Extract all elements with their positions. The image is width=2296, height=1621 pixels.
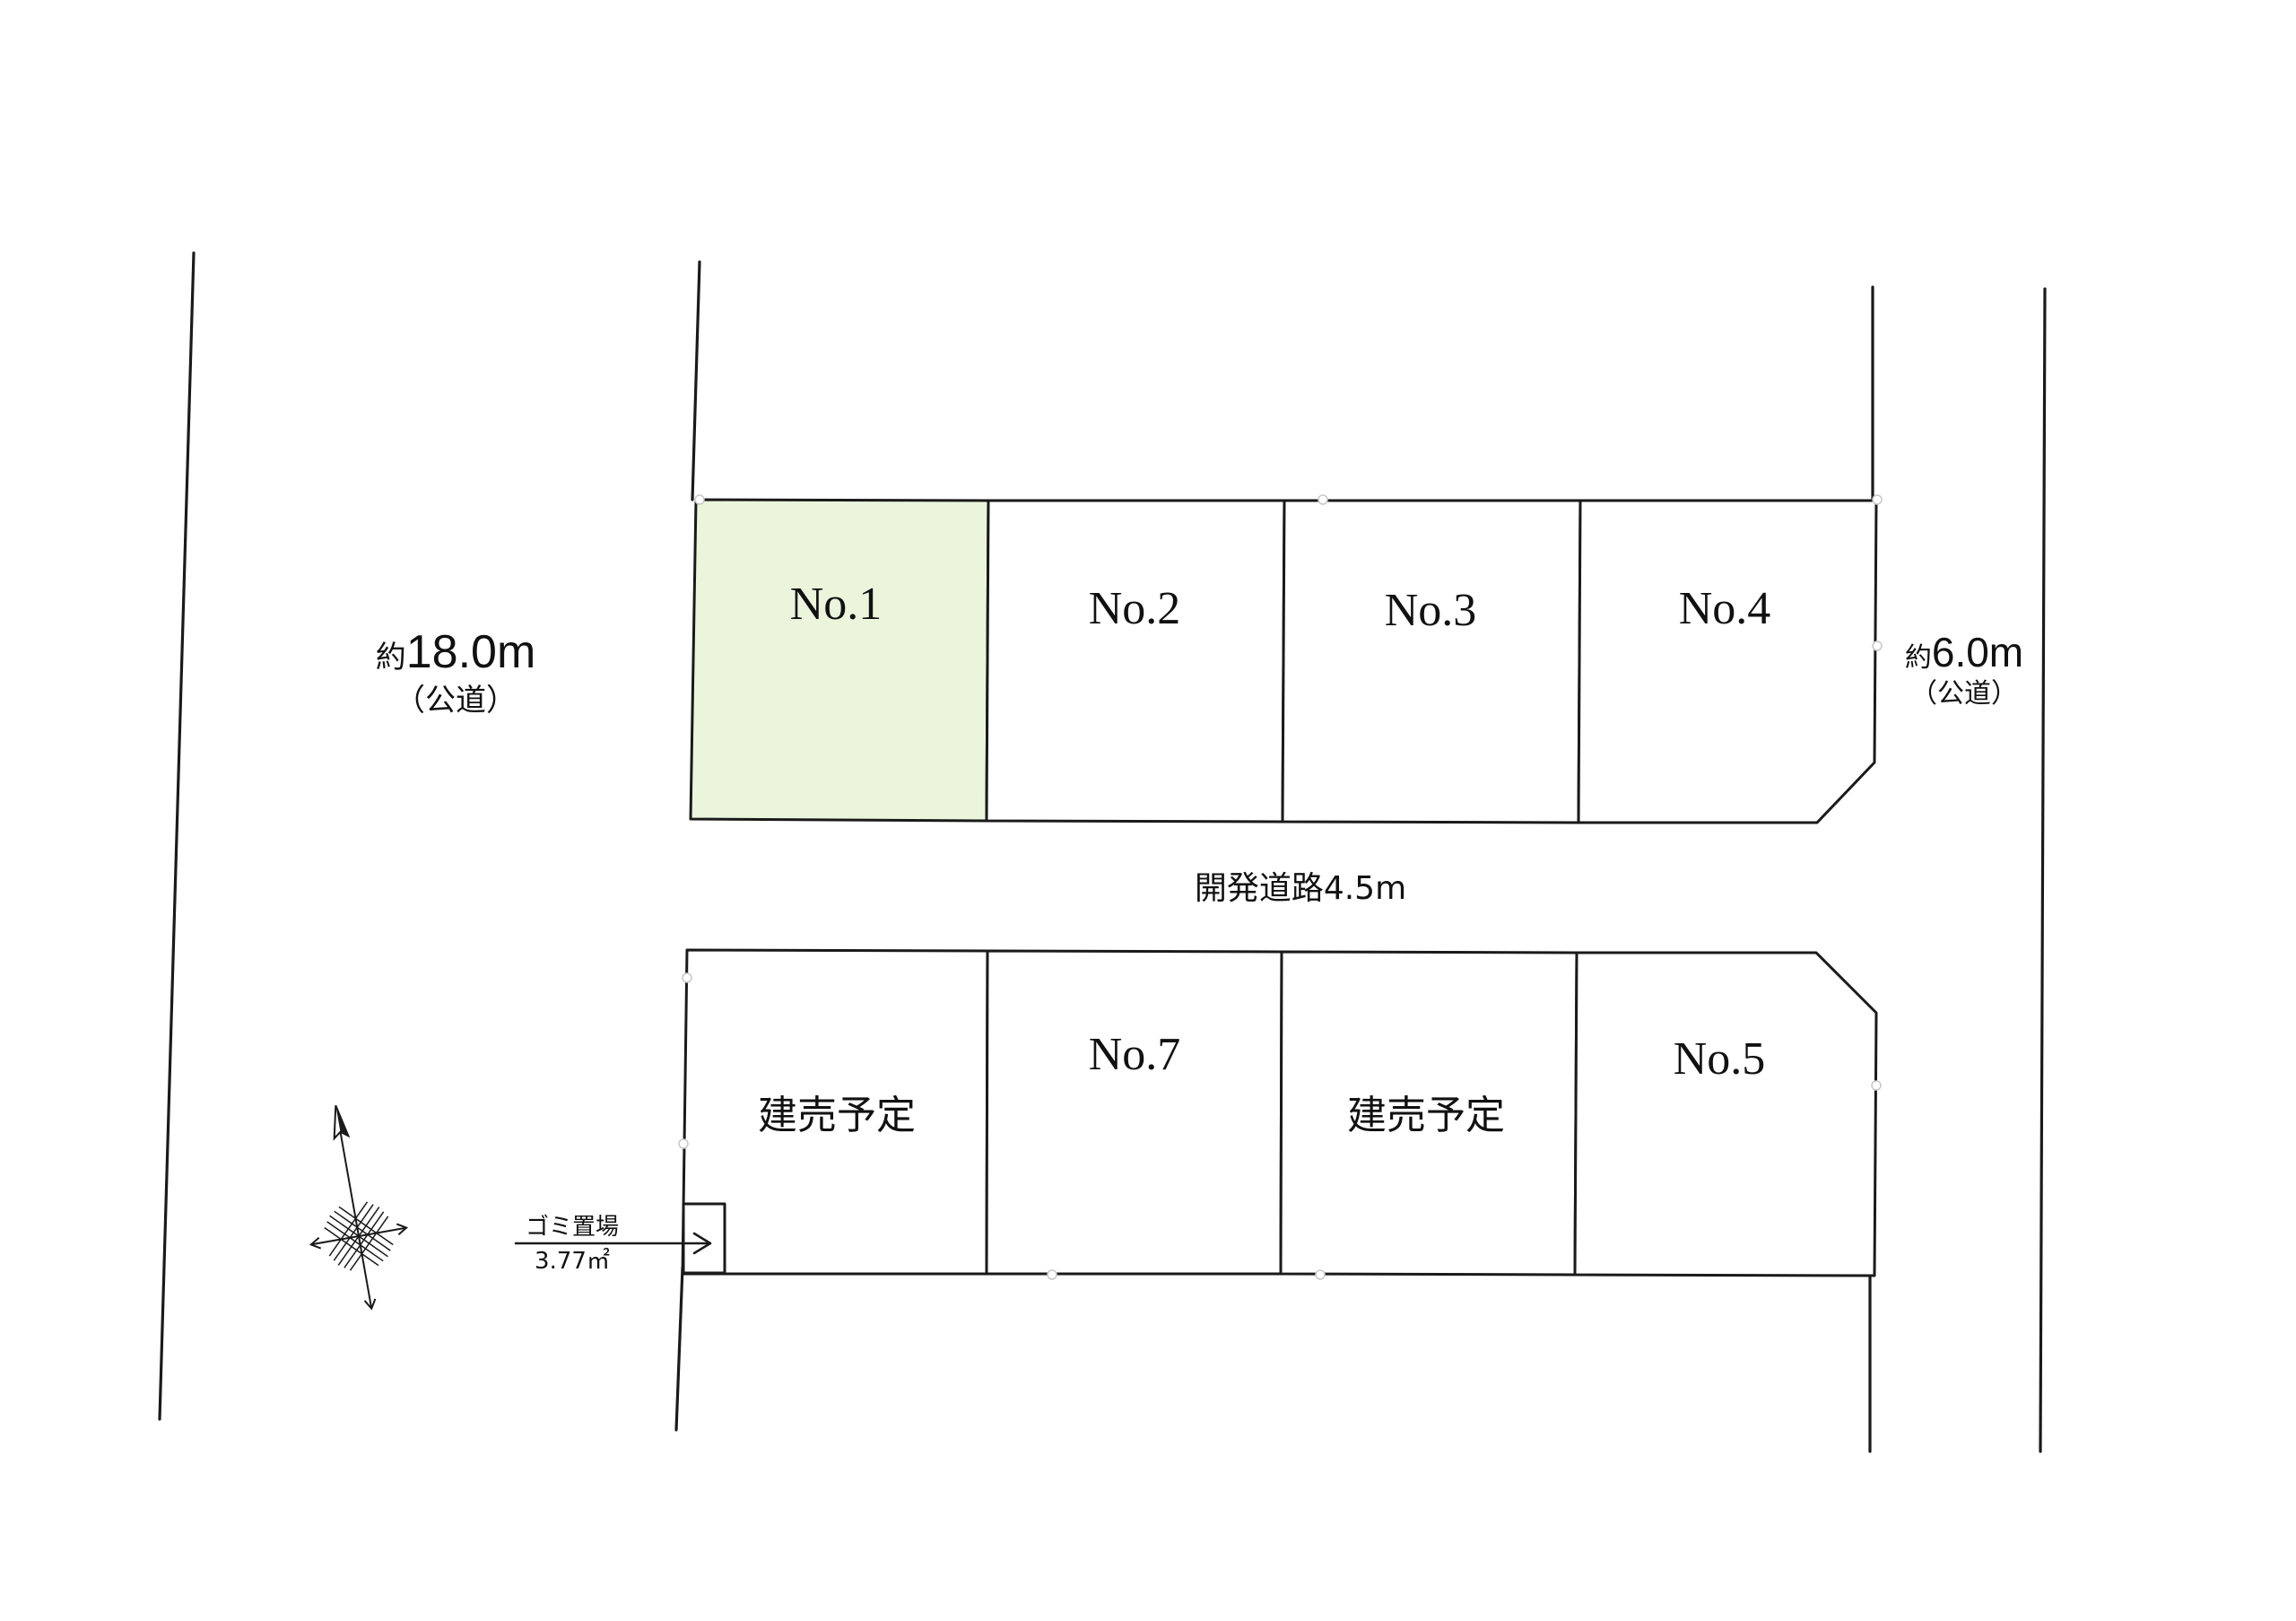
garbage-arrow-head-icon (692, 1232, 712, 1255)
lot-7-shape[interactable] (985, 949, 1283, 1276)
boundary-markers (678, 494, 1883, 1280)
garbage-label: ゴミ置場 (526, 1214, 619, 1241)
lot-7-label: No.7 (1089, 1029, 1181, 1080)
lot-1-label: No.1 (790, 579, 883, 630)
lot-2-shape[interactable] (985, 499, 1286, 824)
garbage-area-value: 3.77㎡ (535, 1248, 610, 1275)
left-road-value: 18.0m (406, 626, 536, 678)
right-road-value: 6.0m (1932, 629, 2023, 675)
north-arrow-icon (309, 1104, 409, 1311)
lot-1-shape[interactable] (689, 498, 990, 823)
road-line-right-outer (2039, 287, 2047, 1453)
lot-4-label: No.4 (1679, 583, 1771, 634)
right-road-prefix: 約 (1905, 642, 1932, 674)
road-line-left-inner (691, 260, 701, 501)
left-road-type: （公道） (395, 683, 517, 719)
right-road-width: 約6.0m (1905, 629, 2023, 675)
road-line-left-outer (158, 251, 196, 1421)
lot-b-label: 建売予定 (1347, 1093, 1505, 1138)
lot-2-label: No.2 (1089, 583, 1181, 634)
lot-5-shape[interactable] (1573, 951, 1878, 1277)
left-road-prefix: 約 (376, 640, 406, 675)
lot-3-shape[interactable] (1281, 499, 1582, 824)
right-road-type: （公道） (1910, 678, 2018, 710)
lot-5-label: No.5 (1674, 1033, 1766, 1085)
lot-4-shape[interactable] (1577, 499, 1878, 824)
lot-3-label: No.3 (1385, 585, 1477, 636)
road-line-left-lower (674, 1266, 684, 1432)
development-road-label: 開発道路4.5m (1195, 870, 1406, 907)
left-road-width: 約18.0m (376, 626, 536, 678)
lot-a-label: 建売予定 (758, 1093, 916, 1138)
